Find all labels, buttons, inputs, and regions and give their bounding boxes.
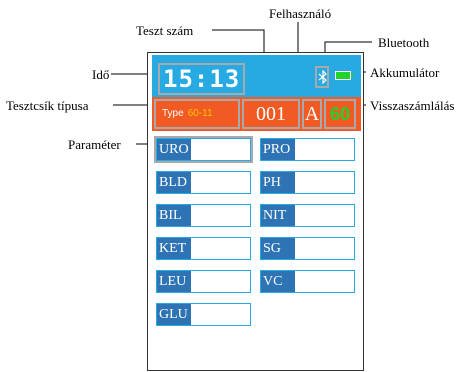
param-label: BIL <box>157 205 191 226</box>
param-ket[interactable]: KET <box>156 237 251 260</box>
countdown: 60 <box>324 99 356 129</box>
param-label: LEU <box>157 271 191 292</box>
param-ph[interactable]: PH <box>260 171 355 194</box>
param-label: SG <box>261 238 295 259</box>
param-label: BLD <box>157 172 191 193</box>
param-label: URO <box>157 139 191 160</box>
bluetooth-icon <box>318 70 327 84</box>
callout-akkumulator: Akkumulátor <box>370 65 440 80</box>
param-uro[interactable]: URO <box>154 136 253 163</box>
bluetooth-indicator <box>315 66 329 88</box>
param-label: PH <box>261 172 295 193</box>
param-label: PRO <box>261 139 295 160</box>
param-glu[interactable]: GLU <box>156 303 251 326</box>
param-leu[interactable]: LEU <box>156 270 251 293</box>
callout-teszt-szam: Teszt szám <box>136 23 194 38</box>
strip-type-value: 60-11 <box>187 108 213 119</box>
param-label: KET <box>157 238 191 259</box>
param-pro[interactable]: PRO <box>260 138 355 161</box>
param-bld[interactable]: BLD <box>156 171 251 194</box>
callout-bluetooth: Bluetooth <box>378 35 430 50</box>
param-label: GLU <box>157 304 191 325</box>
param-label: NIT <box>261 205 295 226</box>
callout-visszaszamlalas: Visszaszámlálás <box>370 98 455 113</box>
status-bar: 15:13 <box>152 55 361 97</box>
param-vc[interactable]: VC <box>260 270 355 293</box>
callout-ido: Idő <box>92 67 110 82</box>
battery-icon <box>335 71 353 80</box>
test-number: 001 <box>242 99 300 129</box>
param-nit[interactable]: NIT <box>260 204 355 227</box>
user-indicator: A <box>302 99 322 129</box>
param-label: VC <box>261 271 295 292</box>
time-display: 15:13 <box>158 63 246 95</box>
param-sg[interactable]: SG <box>260 237 355 260</box>
strip-type-label: Type <box>162 108 184 119</box>
callout-felhasznalo: Felhasználó <box>269 6 332 21</box>
callout-parameter: Paraméter <box>68 137 121 152</box>
callout-tesztcsik-tipusa: Tesztcsík típusa <box>6 98 89 113</box>
param-bil[interactable]: BIL <box>156 204 251 227</box>
